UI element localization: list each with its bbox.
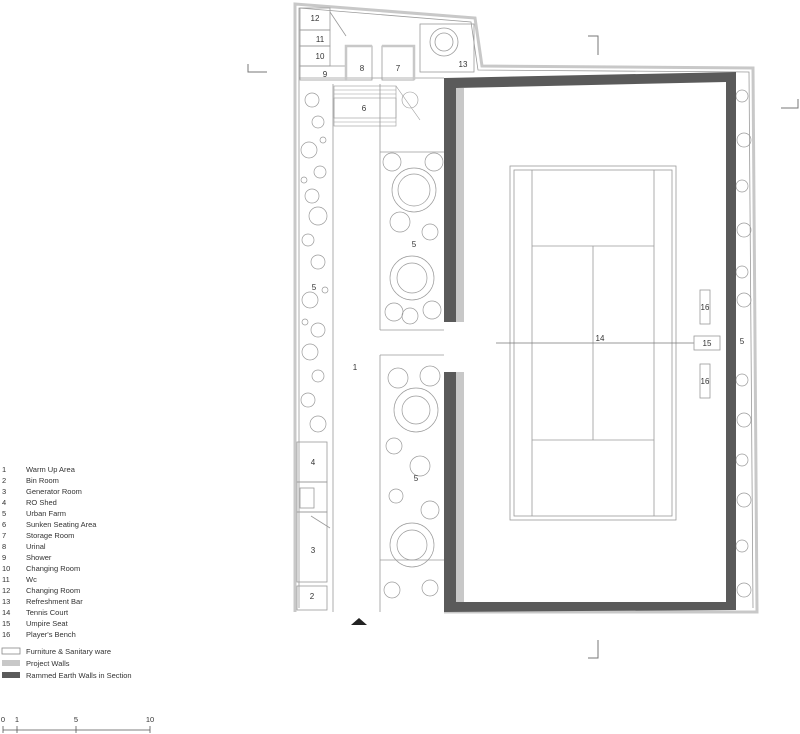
label-16-lower: 16 [701,377,710,386]
label-5-left: 5 [312,283,317,292]
legend-row: 8 Urinal [2,542,46,551]
legend-row: 4 RO Shed [2,498,57,507]
svg-text:Storage Room: Storage Room [26,531,74,540]
svg-text:Urban Farm: Urban Farm [26,509,66,518]
scale-tick-1: 1 [15,715,19,724]
label-9: 9 [323,70,328,79]
tennis-court [496,165,721,521]
svg-text:Urinal: Urinal [26,542,46,551]
legend-row: 15 Umpire Seat [2,619,69,628]
key-rammed-earth-swatch [2,672,20,678]
legend-row: 16 Player's Bench [2,630,76,639]
label-11: 11 [316,35,325,44]
svg-text:RO Shed: RO Shed [26,498,57,507]
boundary-lines [298,7,754,612]
label-3: 3 [311,546,316,555]
svg-text:11: 11 [2,575,10,584]
label-14: 14 [596,334,605,343]
label-5-upper: 5 [412,240,417,249]
legend-keys: Furniture & Sanitary ware Project Walls … [1,647,132,680]
service-rooms [296,441,331,611]
svg-text:Tennis Court: Tennis Court [26,608,69,617]
urban-farm-strip-left [300,92,329,433]
top-room-walls [344,44,416,80]
rammed-earth-walls [444,72,736,612]
svg-text:Sunken Seating Area: Sunken Seating Area [26,520,97,529]
svg-text:2: 2 [2,476,6,485]
legend-row: 2 Bin Room [2,476,59,485]
label-6: 6 [362,104,367,113]
scale-tick-10: 10 [146,715,154,724]
svg-text:15: 15 [2,619,10,628]
court-wall-inner [456,88,464,602]
svg-text:10: 10 [2,564,10,573]
scale-tick-5: 5 [74,715,78,724]
svg-text:4: 4 [2,498,6,507]
svg-text:Shower: Shower [26,553,52,562]
scale-tick-0: 0 [1,715,5,724]
key-project-walls-label: Project Walls [26,659,70,668]
svg-text:3: 3 [2,487,6,496]
label-16-upper: 16 [701,303,710,312]
svg-text:12: 12 [2,586,10,595]
svg-text:Warm Up Area: Warm Up Area [26,465,76,474]
label-10: 10 [316,52,325,61]
legend-row: 7 Storage Room [2,531,74,540]
legend-row: 6 Sunken Seating Area [2,520,97,529]
key-project-walls-swatch [2,660,20,666]
svg-text:Umpire Seat: Umpire Seat [26,619,69,628]
label-8: 8 [360,64,365,73]
svg-text:1: 1 [2,465,6,474]
svg-text:Wc: Wc [26,575,37,584]
svg-text:Bin Room: Bin Room [26,476,59,485]
svg-text:5: 5 [2,509,6,518]
label-2: 2 [310,592,315,601]
svg-text:Changing Room: Changing Room [26,564,80,573]
label-12: 12 [311,14,320,23]
sunken-seating [333,85,421,127]
svg-text:Generator Room: Generator Room [26,487,82,496]
label-5-right: 5 [740,337,745,346]
key-furniture-swatch [1,647,21,655]
label-5-lower: 5 [414,474,419,483]
label-1: 1 [353,363,358,372]
svg-text:8: 8 [2,542,6,551]
legend-row: 13 Refreshment Bar [2,597,83,606]
svg-text:7: 7 [2,531,6,540]
legend-row: 5 Urban Farm [2,509,66,518]
svg-text:Changing Room: Changing Room [26,586,80,595]
section-markers [247,35,799,659]
svg-text:14: 14 [2,608,10,617]
svg-text:Refreshment Bar: Refreshment Bar [26,597,83,606]
key-furniture-label: Furniture & Sanitary ware [26,647,111,656]
svg-text:Player's Bench: Player's Bench [26,630,76,639]
project-walls [293,2,759,614]
entrance-arrow-icon [351,618,367,625]
label-7: 7 [396,64,401,73]
scale-bar: 0 1 5 10 [1,715,154,733]
legend-row: 12 Changing Room [2,586,80,595]
room-labels: 12 11 10 9 8 7 13 6 5 5 1 5 5 4 3 2 14 1… [310,14,745,601]
legend-row: 14 Tennis Court [2,608,69,617]
middle-farm-plots [382,152,444,599]
legend-row: 1 Warm Up Area [2,465,76,474]
key-rammed-earth-label: Rammed Earth Walls in Section [26,671,132,680]
svg-text:6: 6 [2,520,6,529]
legend-row: 10 Changing Room [2,564,80,573]
svg-text:9: 9 [2,553,6,562]
legend-row: 9 Shower [2,553,52,562]
legend-row: 3 Generator Room [2,487,82,496]
svg-text:13: 13 [2,597,10,606]
svg-text:16: 16 [2,630,10,639]
label-13: 13 [459,60,468,69]
label-15: 15 [703,339,712,348]
legend-row: 11 Wc [2,575,37,584]
label-4: 4 [311,458,316,467]
